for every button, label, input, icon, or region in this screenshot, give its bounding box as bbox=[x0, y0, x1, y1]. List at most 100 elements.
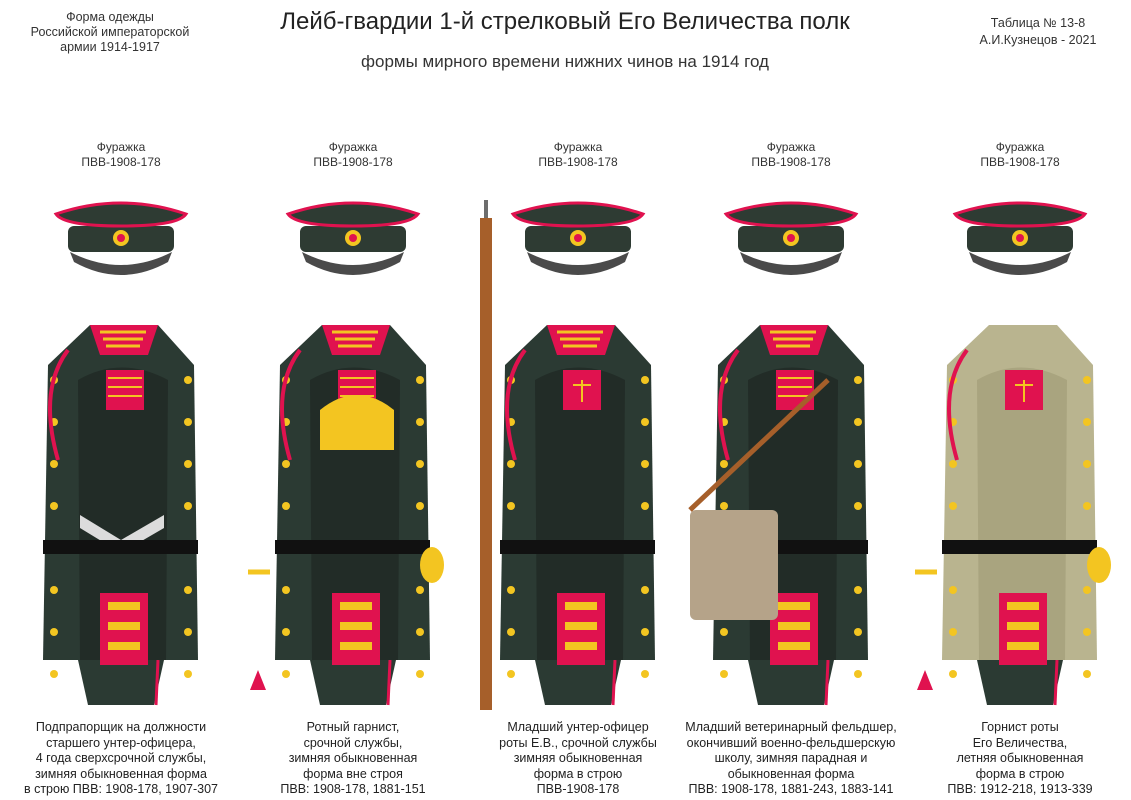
cuff-tab bbox=[778, 642, 810, 650]
description-line: Младший ветеринарный фельдшер, bbox=[685, 720, 897, 734]
button bbox=[184, 628, 192, 636]
button bbox=[1083, 460, 1091, 468]
page-subtitle: формы мирного времени нижних чинов на 19… bbox=[361, 52, 769, 71]
description-line: Его Величества, bbox=[972, 735, 1068, 750]
button bbox=[507, 460, 515, 468]
button bbox=[50, 460, 58, 468]
cuff-tab bbox=[108, 622, 140, 630]
description-line: зимняя обыкновенная bbox=[288, 751, 418, 765]
cap-crown bbox=[952, 201, 1088, 228]
cap-label-line: ПВВ-1908-178 bbox=[538, 155, 618, 169]
cuff-tab bbox=[778, 602, 810, 610]
button bbox=[416, 376, 424, 384]
cuff-tab bbox=[1007, 642, 1039, 650]
cap-crown bbox=[285, 201, 421, 228]
button bbox=[641, 670, 649, 678]
description-line: роты Е.В., срочной службы bbox=[499, 735, 657, 750]
uniform-illustration bbox=[248, 201, 444, 706]
lanyard-cord bbox=[718, 348, 740, 461]
button bbox=[416, 628, 424, 636]
cuff-tab bbox=[340, 622, 372, 630]
cuff-tab bbox=[108, 602, 140, 610]
description-line: летняя обыкновенная bbox=[956, 751, 1084, 765]
cap-crown bbox=[53, 201, 189, 228]
description-line: зимняя обыкновенная bbox=[513, 751, 643, 765]
button bbox=[641, 418, 649, 426]
description-line: ПВВ: 1912-218, 1913-339 bbox=[947, 782, 1093, 796]
button bbox=[641, 460, 649, 468]
cuff-tab bbox=[1007, 602, 1039, 610]
cockade-center bbox=[349, 234, 357, 242]
belt bbox=[275, 540, 430, 554]
button bbox=[854, 670, 862, 678]
button bbox=[282, 460, 290, 468]
uniform bbox=[480, 200, 655, 710]
figure-description: Младший ветеринарный фельдшер,окончивший… bbox=[678, 720, 904, 798]
description-line: срочной службы, bbox=[303, 735, 403, 750]
cuff-tab bbox=[778, 622, 810, 630]
button bbox=[854, 460, 862, 468]
description-line: Ротный гарнист, bbox=[306, 720, 400, 734]
tassel-icon bbox=[917, 670, 933, 690]
description-line: ПВВ: 1908-178, 1881-243, 1883-141 bbox=[688, 782, 894, 796]
cipher-icon bbox=[1015, 380, 1033, 402]
button bbox=[282, 586, 290, 594]
header-right-block: Таблица № 13-8 А.И.Кузнецов - 2021 bbox=[963, 15, 1113, 49]
button bbox=[184, 376, 192, 384]
button bbox=[507, 586, 515, 594]
description-line: в строю ПВВ: 1908-178, 1907-307 bbox=[23, 782, 219, 796]
button bbox=[641, 586, 649, 594]
cap bbox=[285, 201, 421, 275]
button bbox=[416, 502, 424, 510]
cap-label-line: Фуражка bbox=[328, 140, 378, 154]
description-line: Горнист роты bbox=[981, 720, 1059, 734]
description-line: 4 года сверхсрочной службы, bbox=[35, 751, 207, 765]
button bbox=[720, 628, 728, 636]
button bbox=[949, 460, 957, 468]
button bbox=[1083, 418, 1091, 426]
cap-crown bbox=[510, 201, 646, 228]
button bbox=[854, 586, 862, 594]
button bbox=[282, 502, 290, 510]
trousers bbox=[748, 660, 834, 705]
button bbox=[50, 502, 58, 510]
cockade-center bbox=[787, 234, 795, 242]
button bbox=[184, 418, 192, 426]
uniform-illustration bbox=[43, 201, 198, 706]
button bbox=[720, 502, 728, 510]
button bbox=[854, 418, 862, 426]
header-left-line: армии 1914-1917 bbox=[60, 40, 160, 54]
cap-visor bbox=[740, 252, 842, 275]
shoulder-strap bbox=[776, 370, 814, 410]
uniform bbox=[688, 325, 868, 706]
button bbox=[184, 460, 192, 468]
description-line: окончивший военно-фельдшерскую bbox=[686, 735, 896, 750]
description-line: ПВВ: 1908-178, 1881-151 bbox=[280, 782, 426, 796]
bugle-icon bbox=[420, 547, 444, 583]
uniform bbox=[248, 325, 444, 706]
description-line: форма в строю bbox=[975, 766, 1065, 781]
figure-description: Ротный гарнист,срочной службы,зимняя обы… bbox=[240, 720, 466, 798]
button bbox=[1083, 670, 1091, 678]
description-line: обыкновенная форма bbox=[727, 766, 855, 781]
cap bbox=[53, 201, 189, 275]
button bbox=[184, 586, 192, 594]
description-line: зимняя обыкновенная форма bbox=[35, 766, 207, 781]
description-line: форма вне строя bbox=[303, 766, 403, 781]
button bbox=[854, 502, 862, 510]
button bbox=[1083, 628, 1091, 636]
author-line: А.И.Кузнецов - 2021 bbox=[979, 33, 1097, 47]
button bbox=[720, 670, 728, 678]
cap-label-line: ПВВ-1908-178 bbox=[980, 155, 1060, 169]
button bbox=[416, 670, 424, 678]
belt bbox=[500, 540, 655, 554]
cockade-center bbox=[574, 234, 582, 242]
cockade-center bbox=[117, 234, 125, 242]
button bbox=[1083, 586, 1091, 594]
cipher-icon bbox=[573, 380, 591, 402]
